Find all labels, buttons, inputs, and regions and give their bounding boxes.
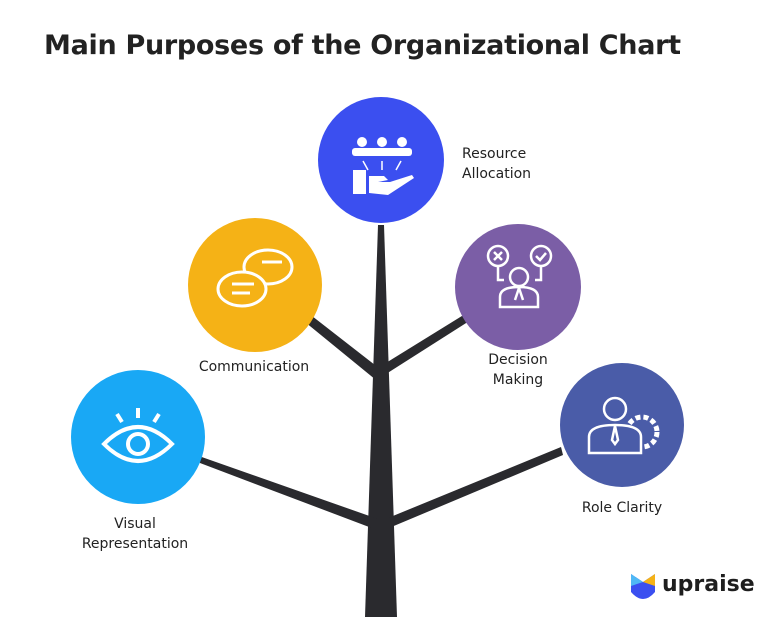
person-gear-icon xyxy=(587,396,660,455)
label-role: Role Clarity xyxy=(567,498,677,518)
node-communication xyxy=(188,218,322,352)
team-hand-icon xyxy=(352,137,414,195)
logo-text: upraise xyxy=(662,572,755,597)
label-resource: Resource Allocation xyxy=(462,144,531,184)
node-visual xyxy=(71,370,205,504)
eye-icon xyxy=(101,408,175,463)
label-line: Decision xyxy=(488,352,548,368)
node-resource xyxy=(318,97,444,223)
tree-trunk xyxy=(196,225,563,617)
node-decision xyxy=(455,224,581,350)
page-title: Main Purposes of the Organizational Char… xyxy=(44,30,681,61)
label-line: Allocation xyxy=(462,166,532,182)
label-line: Communication xyxy=(198,359,310,375)
label-line: Role Clarity xyxy=(581,500,663,516)
branch-role xyxy=(388,447,563,528)
branch-visual xyxy=(196,455,378,530)
upraise-logo-icon xyxy=(631,574,655,599)
label-line: Visual xyxy=(114,516,156,532)
decision-person-icon xyxy=(486,244,553,309)
label-line: Resource xyxy=(462,146,527,162)
label-decision: Decision Making xyxy=(468,350,568,390)
label-visual: Visual Representation xyxy=(70,514,200,554)
branch-decision xyxy=(381,311,474,374)
chat-bubbles-icon xyxy=(216,248,294,308)
label-line: Representation xyxy=(81,536,189,552)
label-communication: Communication xyxy=(184,357,324,377)
node-role xyxy=(560,363,684,487)
branch-communication xyxy=(305,316,384,380)
label-line: Making xyxy=(492,372,544,388)
